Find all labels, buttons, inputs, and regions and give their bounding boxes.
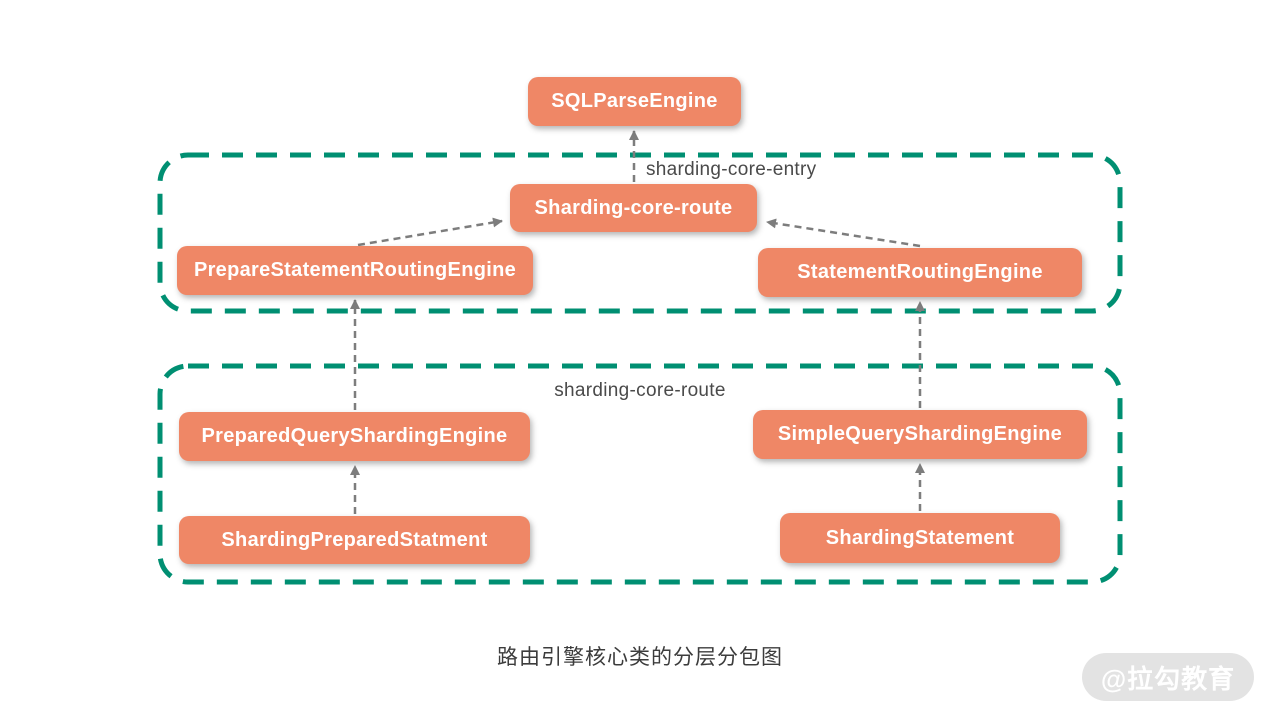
node-sharding-core-route: Sharding-core-route bbox=[510, 184, 757, 232]
arrow-statement-to-core-route bbox=[766, 218, 921, 248]
node-sharding-statement: ShardingStatement bbox=[780, 513, 1060, 563]
node-prepare-statement-routing-engine: PrepareStatementRoutingEngine bbox=[177, 246, 533, 295]
node-sql-parse-engine: SQLParseEngine bbox=[528, 77, 741, 126]
watermark-text: @拉勾教育 bbox=[1100, 663, 1236, 694]
node-simple-query-sharding-engine: SimpleQueryShardingEngine bbox=[753, 410, 1087, 459]
node-prepared-query-sharding-engine: PreparedQueryShardingEngine bbox=[179, 412, 530, 461]
diagram-caption: 路由引擎核心类的分层分包图 bbox=[497, 646, 783, 669]
package-label-sharding-core-route: sharding-core-route bbox=[554, 380, 726, 401]
package-container-route bbox=[157, 363, 1123, 585]
package-container-entry bbox=[157, 152, 1123, 314]
node-statement-routing-engine: StatementRoutingEngine bbox=[758, 248, 1082, 297]
node-sharding-prepared-statment: ShardingPreparedStatment bbox=[179, 516, 530, 564]
watermark-badge: @拉勾教育 bbox=[1082, 653, 1254, 701]
package-label-sharding-core-entry: sharding-core-entry bbox=[646, 159, 817, 180]
arrow-prepare-statement-to-core-route bbox=[357, 217, 503, 247]
